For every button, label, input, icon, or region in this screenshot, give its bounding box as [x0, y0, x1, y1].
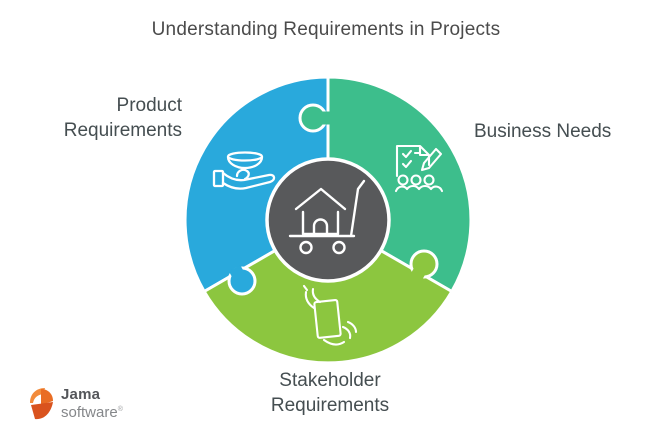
segment-stakeholder-wedge	[202, 218, 454, 365]
label-business-needs: Business Needs	[474, 121, 612, 142]
jama-software-logo: Jama software®	[27, 386, 123, 422]
puzzle-neck-stakeholder	[410, 263, 428, 281]
hand-offering-bowl-icon	[212, 151, 276, 190]
jama-logo-text: Jama software®	[61, 387, 123, 421]
jama-logo-mark	[30, 388, 53, 420]
house-in-cart-icon	[288, 179, 366, 255]
label-stakeholder-line2: Requirements	[270, 395, 390, 416]
label-product-line2: Requirements	[63, 120, 182, 141]
center-hub-circle	[265, 157, 391, 283]
jama-logo-sub: software®	[61, 404, 123, 421]
registered-mark: ®	[117, 406, 123, 413]
label-product-requirements: Product Requirements	[28, 93, 182, 143]
jama-logo-name: Jama	[61, 386, 101, 403]
label-stakeholder-requirements: Stakeholder Requirements	[230, 368, 430, 418]
label-product-line1: Product	[116, 95, 182, 116]
puzzle-circle-diagram	[183, 75, 473, 365]
page-title: Understanding Requirements in Projects	[151, 19, 501, 40]
puzzle-neck-product	[228, 265, 246, 282]
hands-holding-tablet-icon	[302, 284, 358, 346]
label-stakeholder-line1: Stakeholder	[279, 370, 381, 391]
checklist-team-icon	[394, 144, 444, 193]
